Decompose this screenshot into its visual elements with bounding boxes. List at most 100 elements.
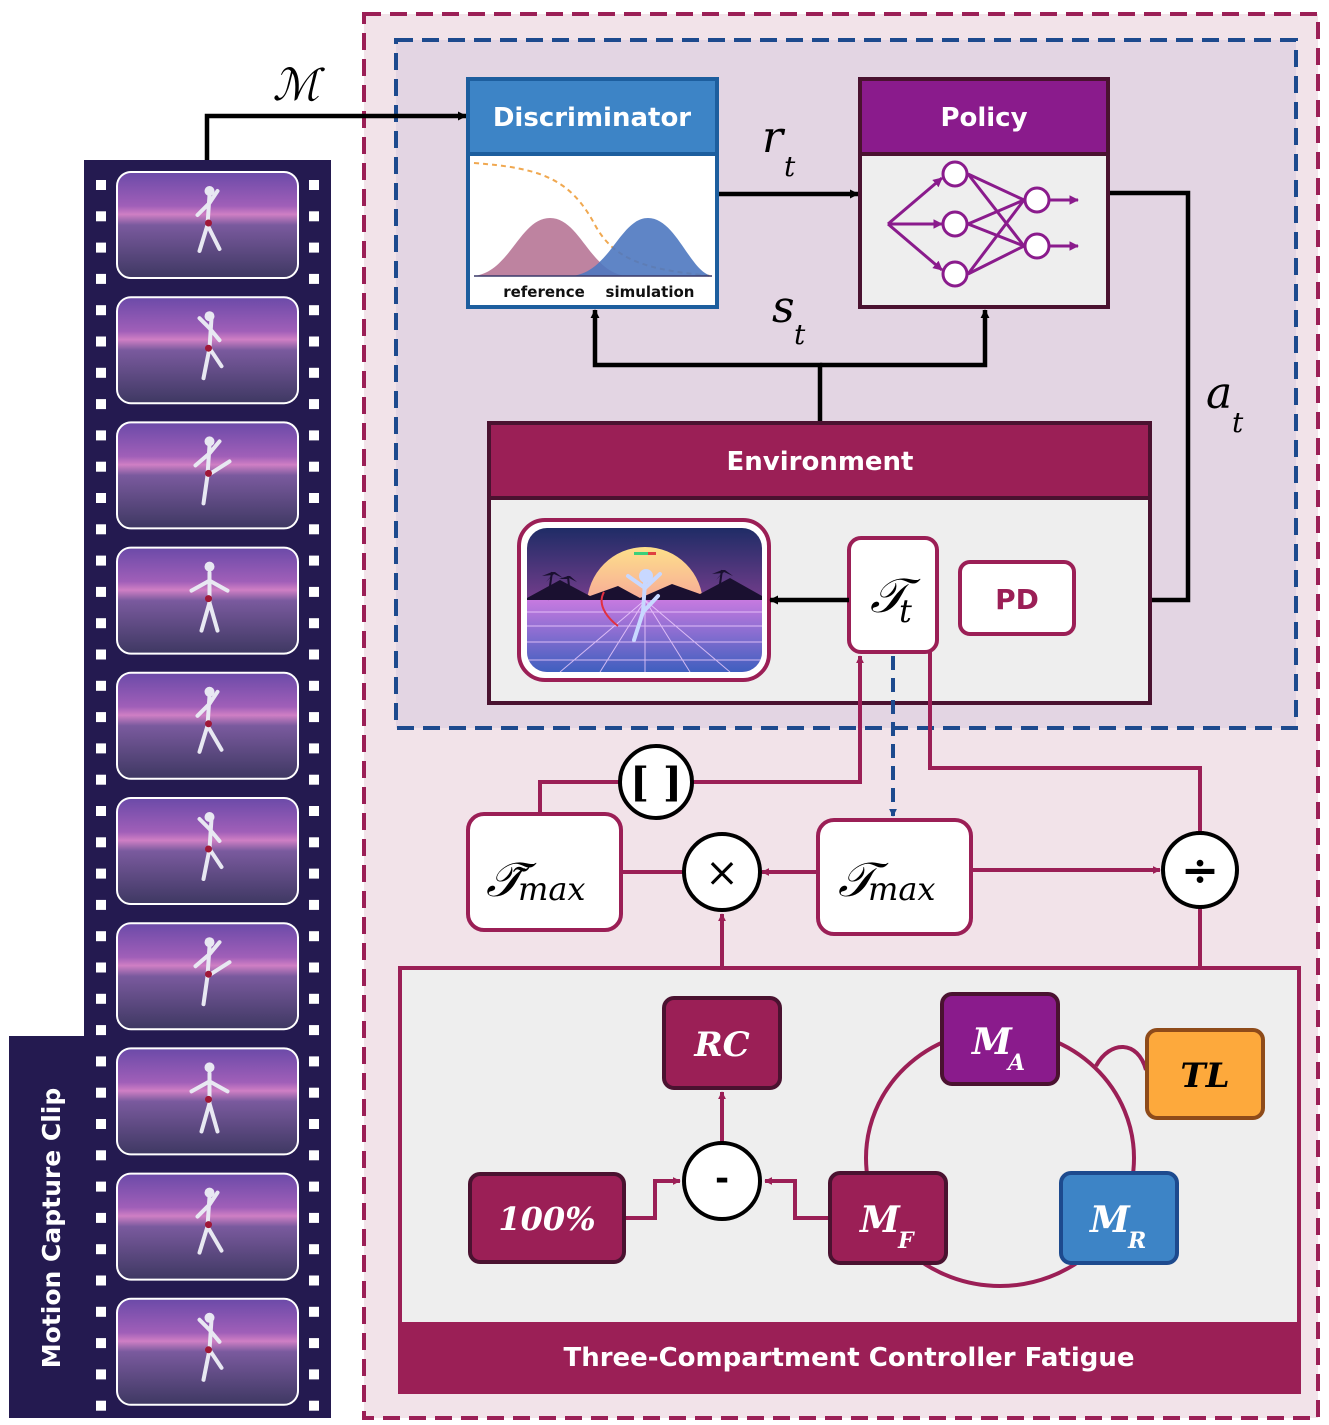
sprocket-hole <box>96 1369 106 1380</box>
clip-operator-symbol: [ ] <box>630 759 682 806</box>
sprocket-hole <box>96 493 106 503</box>
state-label: s <box>772 282 795 333</box>
neural-network-icon <box>887 160 1079 288</box>
mr-label: M <box>1088 1199 1131 1241</box>
sprocket-hole <box>96 774 106 785</box>
sprocket-hole <box>309 1275 319 1286</box>
sprocket-hole <box>96 211 106 222</box>
sprocket-hole <box>96 461 106 472</box>
sprocket-hole <box>96 242 106 253</box>
tmax-tilde-subscript: max <box>518 870 585 908</box>
hundred-to-subtract-arrow <box>624 1177 681 1220</box>
sprocket-hole <box>309 430 319 441</box>
tmax-tilde-box <box>466 812 623 932</box>
sprocket-hole <box>309 1306 319 1317</box>
sprocket-hole <box>96 649 106 660</box>
sprocket-hole <box>309 555 319 566</box>
sprocket-hole <box>96 1181 106 1192</box>
divide-operator <box>1161 831 1239 909</box>
sprocket-hole <box>96 618 106 629</box>
film-frames <box>96 171 319 1411</box>
torque-box <box>847 536 939 654</box>
sprocket-hole <box>309 680 319 691</box>
sprocket-hole <box>96 1150 106 1161</box>
torque-subscript: t <box>899 592 912 630</box>
mr-box <box>1059 1171 1179 1265</box>
dancer-figure <box>197 1312 224 1382</box>
sprocket-hole <box>96 1400 106 1411</box>
rc-label: RC <box>693 1025 749 1065</box>
torque-to-divide-line <box>928 652 1204 839</box>
reference-distribution <box>474 218 626 276</box>
sprocket-hole <box>309 1025 319 1036</box>
divide-operator-symbol: ÷ <box>1181 843 1220 897</box>
sprocket-hole <box>309 868 319 879</box>
dancer-figure <box>189 1062 230 1134</box>
simulation-scene-image <box>517 518 771 682</box>
character-figure <box>626 569 662 642</box>
state-subscript: t <box>794 318 806 351</box>
sprocket-hole <box>96 806 106 816</box>
sprocket-hole <box>96 1212 106 1223</box>
sprocket-hole <box>96 555 106 566</box>
sprocket-hole <box>309 993 319 1004</box>
fatigue-footer <box>400 1322 1299 1392</box>
sprocket-hole <box>309 837 319 848</box>
sprocket-hole <box>309 1056 319 1067</box>
simulation-label: simulation <box>606 283 695 301</box>
sprocket-hole <box>309 774 319 785</box>
film-strip-label: Motion Capture Clip <box>37 1088 66 1368</box>
sprocket-hole <box>96 868 106 879</box>
policy-block: Policy <box>858 77 1110 309</box>
state-connector <box>590 309 823 421</box>
sprocket-hole <box>309 1212 319 1223</box>
sprocket-hole <box>309 367 319 378</box>
dancer-figure <box>197 812 224 881</box>
reward-label: r <box>762 112 786 163</box>
sprocket-hole <box>309 1181 319 1192</box>
mf-to-subtract-arrow <box>764 1177 830 1220</box>
tmax-subscript: max <box>868 870 935 908</box>
sprocket-hole <box>309 493 319 503</box>
sprocket-hole <box>96 273 106 284</box>
sprocket-hole <box>309 1087 319 1098</box>
sprocket-hole <box>96 962 106 973</box>
sprocket-hole <box>96 993 106 1004</box>
sprocket-hole <box>96 336 106 347</box>
sprocket-hole <box>96 1119 106 1129</box>
sprocket-hole <box>309 743 319 754</box>
sprocket-hole <box>96 367 106 378</box>
fatigue-footer-label: Three-Compartment Controller Fatigue <box>563 1343 1134 1373</box>
sprocket-hole <box>96 399 106 410</box>
mf-label: M <box>858 1199 901 1241</box>
sprocket-hole <box>309 806 319 816</box>
sprocket-hole <box>309 211 319 222</box>
sprocket-hole <box>96 712 106 723</box>
hundred-percent-box <box>468 1172 626 1264</box>
dancer-figure <box>195 1187 224 1255</box>
clip-operator <box>618 744 694 820</box>
sprocket-hole <box>309 712 319 723</box>
sprocket-hole <box>309 461 319 472</box>
reference-label: reference <box>503 283 585 301</box>
mf-box <box>828 1171 948 1265</box>
sprocket-hole <box>96 524 106 535</box>
sprocket-hole <box>96 931 106 942</box>
sprocket-hole <box>309 1150 319 1161</box>
subtract-operator <box>682 1141 762 1221</box>
sprocket-hole <box>96 1056 106 1067</box>
multiply-operator-symbol: × <box>705 850 739 896</box>
sprocket-hole <box>309 931 319 942</box>
hundred-percent-label: 100% <box>498 1200 595 1238</box>
dancer-figure <box>189 561 230 633</box>
sprocket-hole <box>309 1369 319 1380</box>
sprocket-hole <box>96 837 106 848</box>
sprocket-hole <box>309 1119 319 1129</box>
discriminator-title: Discriminator <box>493 103 691 133</box>
environment-block: Environment <box>487 421 1152 705</box>
ma-subscript: A <box>1006 1050 1025 1076</box>
pd-label: PD <box>995 583 1039 616</box>
action-subscript: t <box>1232 406 1244 439</box>
mr-subscript: R <box>1127 1228 1146 1254</box>
dancer-figure <box>195 686 224 754</box>
